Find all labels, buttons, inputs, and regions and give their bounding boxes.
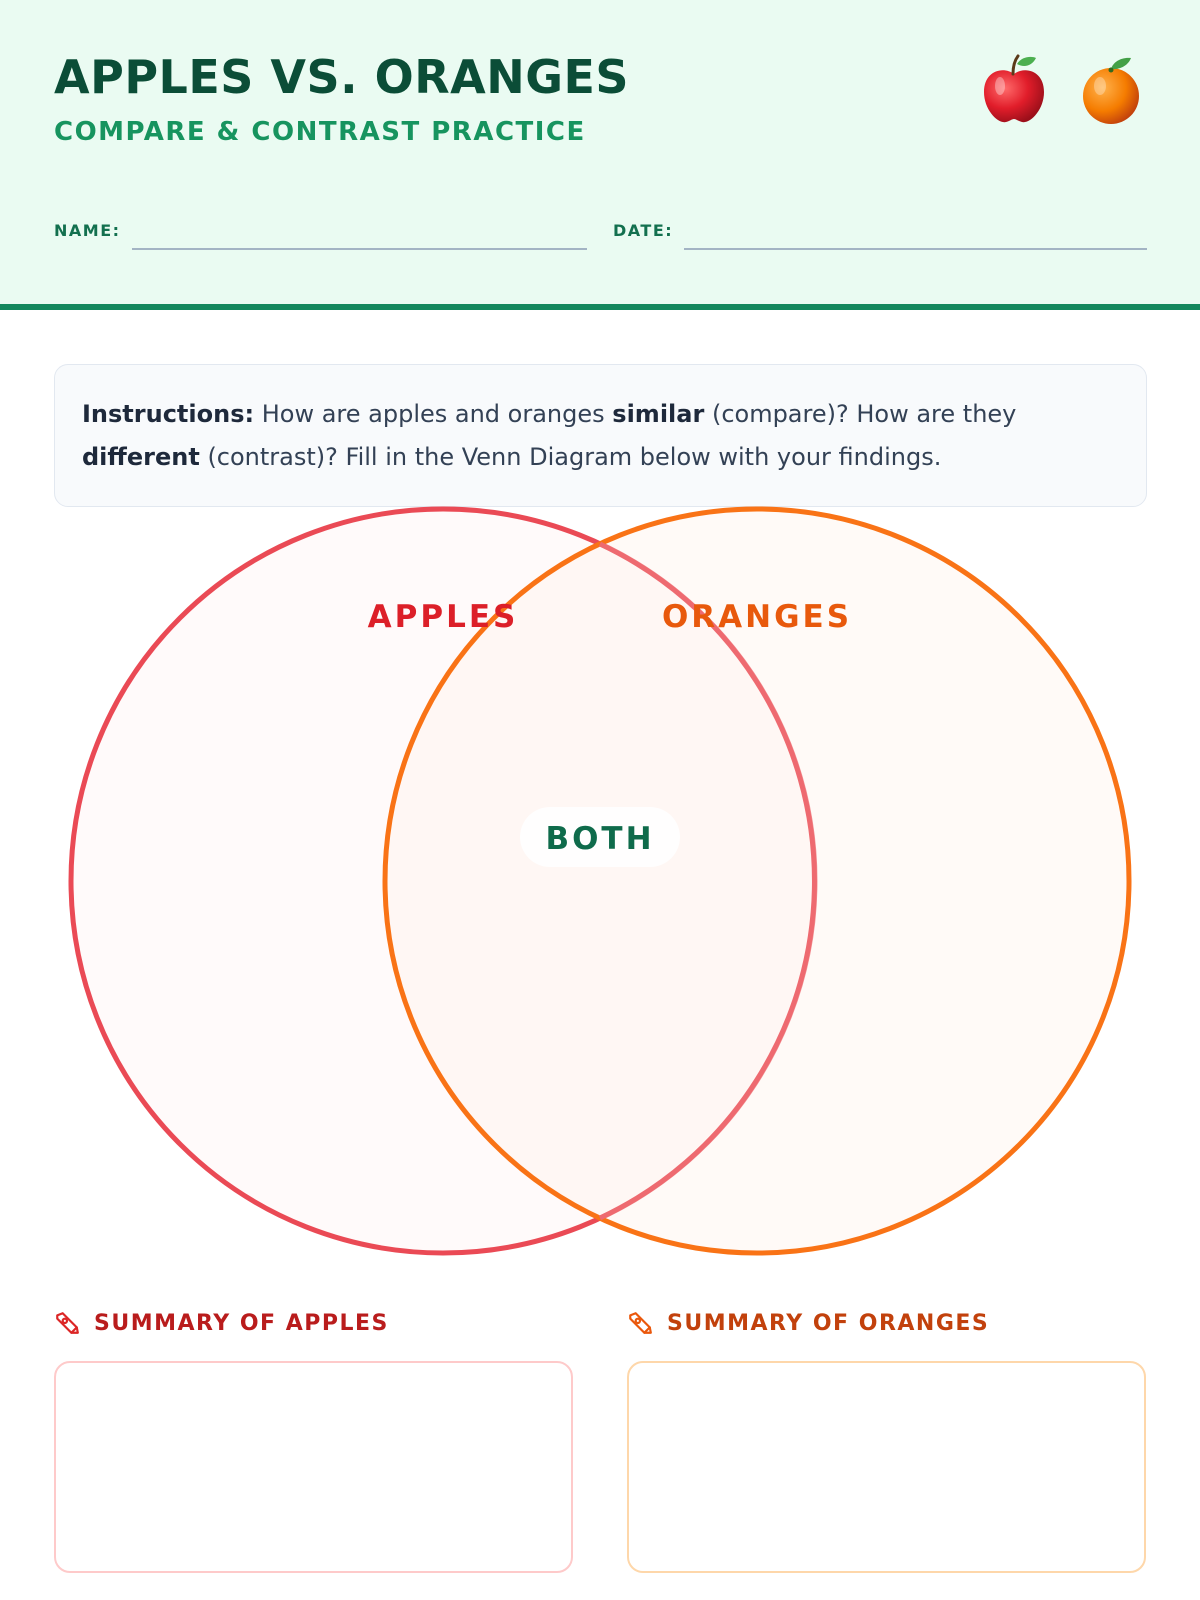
page-title: APPLES VS. ORANGES	[54, 50, 630, 104]
instructions-bold-similar: similar	[612, 400, 705, 428]
apples-summary-heading: SUMMARY OF APPLES	[54, 1306, 389, 1340]
pen-icon	[56, 1312, 79, 1334]
apples-circle-overlap-arc	[598, 541, 817, 1221]
oranges-label: ORANGES	[662, 599, 852, 635]
pen-icon	[629, 1312, 652, 1334]
name-field[interactable]	[132, 248, 587, 250]
instructions-text-1: How are apples and oranges	[261, 400, 605, 428]
name-label: NAME:	[54, 221, 121, 240]
date-field[interactable]	[684, 248, 1147, 250]
date-label: DATE:	[613, 221, 674, 240]
instructions-box: Instructions: How are apples and oranges…	[54, 364, 1147, 507]
apples-summary-box[interactable]	[54, 1361, 573, 1573]
orange-icon	[1083, 57, 1139, 124]
apples-summary-title: SUMMARY OF APPLES	[94, 1310, 389, 1336]
instructions-text-2: (compare)? How are they	[711, 400, 1017, 428]
apple-icon	[984, 54, 1044, 123]
page-subtitle: COMPARE & CONTRAST PRACTICE	[54, 117, 586, 147]
oranges-circle[interactable]	[382, 506, 1132, 1256]
both-label-background	[520, 807, 680, 867]
apples-label: APPLES	[368, 599, 519, 635]
venn-diagram: APPLES ORANGES BOTH	[68, 506, 1132, 1256]
instructions-text-3: (contrast)? Fill in the Venn Diagram bel…	[207, 443, 942, 471]
oranges-summary-heading: SUMMARY OF ORANGES	[627, 1306, 989, 1340]
both-label: BOTH	[545, 821, 654, 857]
oranges-summary-title: SUMMARY OF ORANGES	[667, 1310, 990, 1336]
instructions-label: Instructions:	[82, 400, 255, 428]
worksheet-header: APPLES VS. ORANGES COMPARE & CONTRAST PR…	[0, 0, 1200, 310]
instructions-bold-different: different	[82, 443, 200, 471]
oranges-summary-box[interactable]	[627, 1361, 1146, 1573]
